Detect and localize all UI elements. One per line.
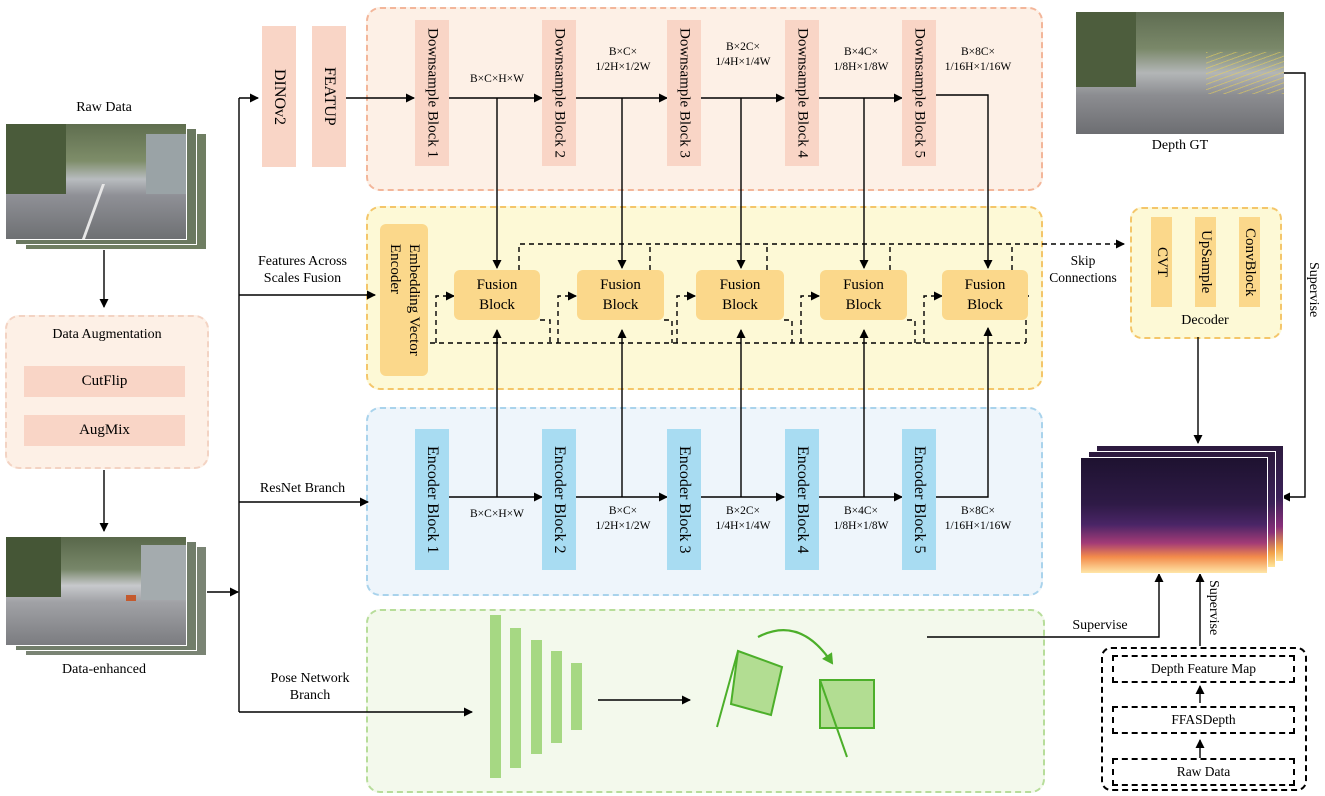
featup-label: FEATUP bbox=[321, 67, 338, 126]
fusion-block-4-label: Fusion Block bbox=[843, 277, 884, 313]
data-augmentation-label: Data Augmentation bbox=[52, 327, 162, 342]
top-dim-1: B×C×H×W bbox=[470, 73, 524, 85]
top-dim-2: B×C× 1/2H×1/2W bbox=[595, 46, 651, 73]
enhanced-street-photo bbox=[5, 536, 187, 646]
depth-feature-map-box: Depth Feature Map bbox=[1112, 655, 1295, 683]
fusion-block-4: Fusion Block bbox=[820, 270, 907, 320]
encoder-block-2: Encoder Block 2 bbox=[542, 429, 576, 570]
fusion-block-5: Fusion Block bbox=[942, 270, 1028, 320]
depth-map-image bbox=[1080, 457, 1268, 574]
embedding-encoder-label: Embedding Vector Encoder bbox=[387, 244, 422, 356]
encoder-block-2-label: Encoder Block 2 bbox=[551, 445, 568, 554]
cutflip-box: CutFlip bbox=[24, 366, 185, 397]
dinov2-block: DINOv2 bbox=[262, 26, 296, 167]
upsample-label: UpSample bbox=[1198, 230, 1214, 294]
pose-region bbox=[366, 609, 1045, 793]
downsample-block-5-label: Downsample Block 5 bbox=[911, 28, 928, 158]
downsample-block-4-label: Downsample Block 4 bbox=[794, 28, 811, 158]
resnet-branch-label: ResNet Branch bbox=[259, 481, 346, 496]
downsample-block-3-label: Downsample Block 3 bbox=[676, 28, 693, 158]
upsample-block: UpSample bbox=[1195, 217, 1216, 307]
depth-gt-image bbox=[1076, 12, 1284, 134]
supervise-label-vertical: Supervise bbox=[1206, 579, 1221, 636]
skip-connections-label: Skip Connections bbox=[1049, 253, 1117, 285]
street-photo bbox=[5, 123, 187, 240]
pipeline-container bbox=[1101, 647, 1307, 791]
encoder-block-1: Encoder Block 1 bbox=[415, 429, 449, 570]
convblock-block: ConvBlock bbox=[1239, 217, 1260, 307]
downsample-block-5: Downsample Block 5 bbox=[902, 20, 936, 166]
encoder-dim-1: B×C×H×W bbox=[470, 508, 524, 520]
encoder-block-3-label: Encoder Block 3 bbox=[676, 445, 693, 554]
raw-data-box: Raw Data bbox=[1112, 758, 1295, 786]
downsample-block-4: Downsample Block 4 bbox=[785, 20, 819, 166]
supervise-label-bottom: Supervise bbox=[1072, 618, 1128, 633]
fusion-block-1-label: Fusion Block bbox=[476, 277, 518, 313]
fusion-block-3-label: Fusion Block bbox=[719, 277, 761, 313]
encoder-block-4-label: Encoder Block 4 bbox=[794, 445, 811, 554]
encoder-dim-4: B×4C× 1/8H×1/8W bbox=[833, 505, 889, 532]
downsample-block-2-label: Downsample Block 2 bbox=[551, 28, 568, 158]
encoder-block-4: Encoder Block 4 bbox=[785, 429, 819, 570]
fusion-block-5-label: Fusion Block bbox=[964, 277, 1006, 313]
cutflip-label: CutFlip bbox=[81, 373, 128, 389]
embedding-vector-encoder: Embedding Vector Encoder bbox=[380, 224, 428, 376]
encoder-dim-2: B×C× 1/2H×1/2W bbox=[595, 505, 651, 532]
depth-prediction-stack bbox=[1080, 445, 1284, 575]
dinov2-label: DINOv2 bbox=[271, 68, 288, 125]
convblock-label: ConvBlock bbox=[1242, 227, 1258, 297]
augmix-box: AugMix bbox=[24, 415, 185, 446]
encoder-block-3: Encoder Block 3 bbox=[667, 429, 701, 570]
top-dim-4: B×4C× 1/8H×1/8W bbox=[833, 46, 889, 73]
data-enhanced-image-stack bbox=[5, 536, 207, 656]
pose-branch-label: Pose Network Branch bbox=[270, 671, 350, 703]
encoder-block-5-label: Encoder Block 5 bbox=[911, 445, 928, 554]
encoder-block-1-label: Encoder Block 1 bbox=[424, 445, 441, 554]
downsample-block-2: Downsample Block 2 bbox=[542, 20, 576, 166]
top-dim-3: B×2C× 1/4H×1/4W bbox=[715, 41, 771, 68]
ffasdepth-box: FFASDepth bbox=[1112, 706, 1295, 734]
data-enhanced-label: Data-enhanced bbox=[62, 662, 146, 677]
raw-data-label: Raw Data bbox=[76, 100, 132, 115]
featup-block: FEATUP bbox=[312, 26, 346, 167]
encoder-block-5: Encoder Block 5 bbox=[902, 429, 936, 570]
raw-data-image-stack bbox=[5, 123, 207, 250]
supervise-label-right: Supervise bbox=[1306, 262, 1321, 318]
encoder-dim-3: B×2C× 1/4H×1/4W bbox=[715, 505, 771, 532]
fusion-block-3: Fusion Block bbox=[696, 270, 784, 320]
downsample-block-1: Downsample Block 1 bbox=[415, 20, 449, 166]
features-fusion-label: Features Across Scales Fusion bbox=[257, 254, 348, 286]
augmix-label: AugMix bbox=[79, 422, 130, 438]
cvt-block: CVT bbox=[1151, 217, 1172, 307]
fusion-block-2: Fusion Block bbox=[577, 270, 664, 320]
downsample-block-1-label: Downsample Block 1 bbox=[424, 28, 441, 158]
decoder-label: Decoder bbox=[1181, 313, 1229, 328]
depth-gt-label: Depth GT bbox=[1151, 138, 1209, 153]
cvt-label: CVT bbox=[1154, 247, 1170, 277]
downsample-block-3: Downsample Block 3 bbox=[667, 20, 701, 166]
encoder-dim-5: B×8C× 1/16H×1/16W bbox=[944, 505, 1012, 532]
fusion-block-2-label: Fusion Block bbox=[600, 277, 641, 313]
fusion-block-1: Fusion Block bbox=[454, 270, 540, 320]
top-dim-5: B×8C× 1/16H×1/16W bbox=[944, 46, 1012, 73]
